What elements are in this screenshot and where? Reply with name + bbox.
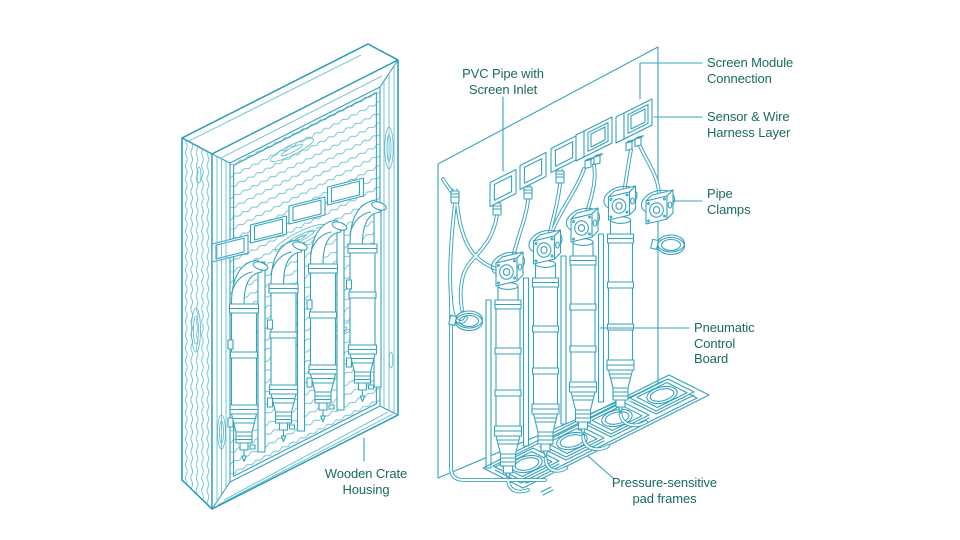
label-line: Harness Layer bbox=[707, 124, 791, 140]
frame-grain bbox=[216, 66, 395, 506]
crate-outline bbox=[181, 43, 399, 510]
pipe-clamp-4 bbox=[600, 181, 641, 221]
module-connector bbox=[593, 153, 604, 166]
wire-plug-4 bbox=[555, 168, 565, 184]
label-line: Connection bbox=[707, 70, 772, 86]
label-pneumatic-control-board: Pneumatic Control Board bbox=[694, 320, 755, 367]
leader-pressure-pads bbox=[587, 455, 615, 480]
crate-left-face bbox=[181, 137, 213, 510]
leader-screen-module bbox=[639, 62, 703, 100]
pneumatic-pipe-3 bbox=[568, 238, 598, 436]
label-pipe-clamps: Pipe Clamps bbox=[707, 186, 751, 217]
label-pressure-pad-frames: Pressure-sensitive pad frames bbox=[582, 475, 747, 506]
pipe-strap-tabs bbox=[227, 279, 353, 428]
label-line: Control bbox=[694, 335, 736, 351]
module-connector bbox=[584, 157, 595, 170]
label-line: Pipe bbox=[707, 186, 733, 201]
screen-module-5 bbox=[615, 98, 653, 144]
wooden-crate-housing bbox=[181, 43, 399, 510]
label-line: Screen Inlet bbox=[468, 81, 538, 97]
pipe-clamp-3 bbox=[562, 203, 604, 243]
hose-ring-clamp-2 bbox=[650, 234, 686, 256]
label-line: Pressure-sensitive bbox=[611, 475, 718, 490]
pneumatic-pipe-1 bbox=[493, 282, 523, 480]
leader-lines bbox=[363, 62, 703, 480]
label-line: Sensor & Wire bbox=[707, 109, 790, 124]
pad-frame-4 bbox=[629, 378, 695, 415]
module-connector bbox=[634, 135, 645, 148]
label-line: Clamps bbox=[707, 201, 751, 217]
wire-plug-1 bbox=[450, 188, 460, 204]
pipe-clamp-2 bbox=[525, 225, 566, 265]
label-sensor-wire-harness: Sensor & Wire Harness Layer bbox=[707, 109, 790, 140]
pneumatic-pipe-2 bbox=[531, 260, 560, 458]
label-screen-module-connection: Screen Module Connection bbox=[707, 55, 793, 86]
label-wooden-crate-housing: Wooden Crate Housing bbox=[301, 466, 431, 497]
label-line: Housing bbox=[342, 481, 390, 497]
label-pvc-pipe: PVC Pipe with Screen Inlet bbox=[438, 66, 568, 97]
label-line: Board bbox=[694, 351, 729, 366]
screen-inlet-3 bbox=[550, 134, 578, 174]
assembly-rails bbox=[485, 233, 605, 469]
label-line: pad frames bbox=[632, 490, 697, 506]
label-line: Wooden Crate bbox=[324, 466, 408, 481]
screen-inlet-1 bbox=[489, 168, 517, 208]
pneumatic-pipe-4 bbox=[606, 216, 635, 414]
screen-inlet-2 bbox=[519, 151, 547, 191]
exploded-assembly bbox=[437, 46, 710, 496]
module-connector bbox=[625, 139, 636, 152]
label-line: Screen Module bbox=[707, 55, 794, 70]
label-line: PVC Pipe with bbox=[462, 66, 544, 81]
label-line: Pneumatic bbox=[694, 320, 755, 335]
screen-module-4 bbox=[575, 116, 613, 162]
